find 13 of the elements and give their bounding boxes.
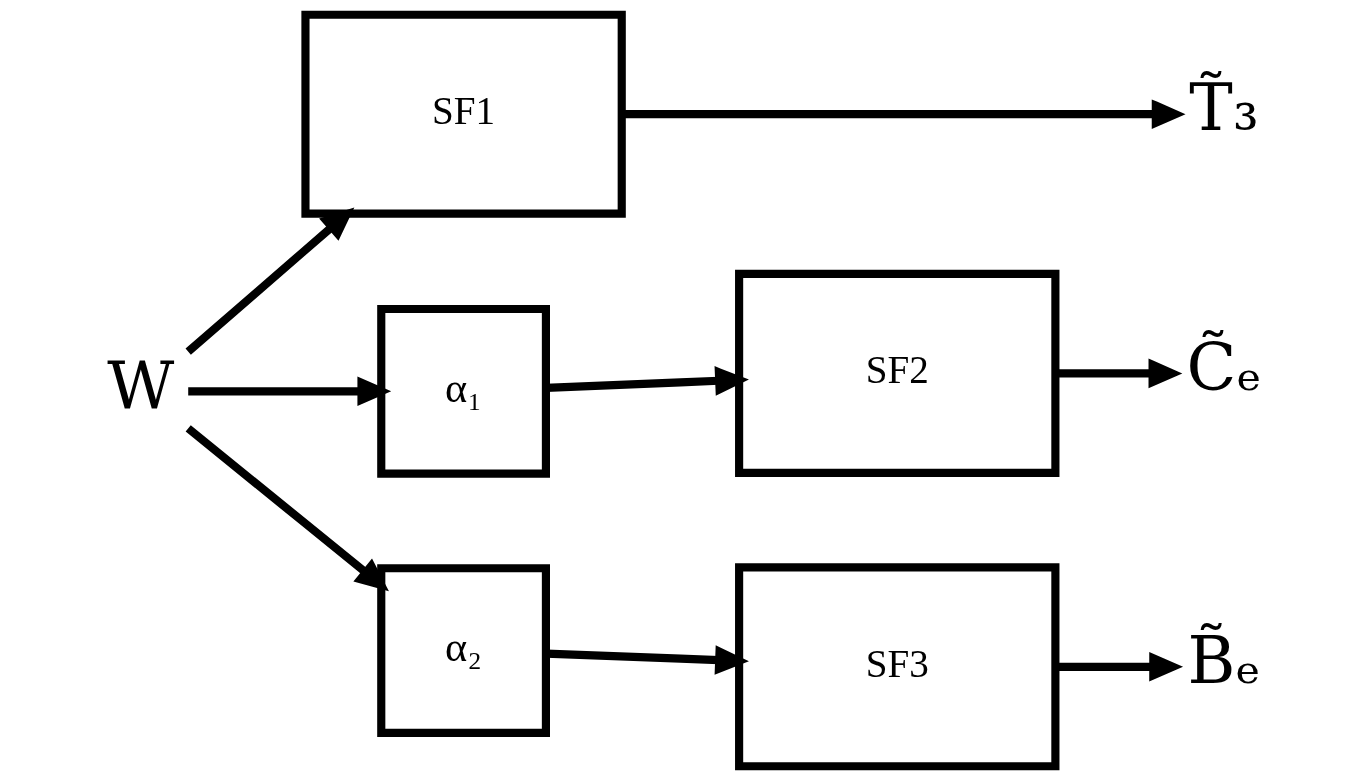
node-box: SF3	[735, 563, 1060, 771]
node-box: SF2	[735, 269, 1060, 477]
node-box: α₁	[377, 304, 550, 478]
arrow	[188, 376, 392, 407]
node-box: α₂	[377, 564, 550, 737]
node-text: W	[107, 346, 175, 423]
arrow	[185, 207, 355, 355]
node-text: T̃₃	[1189, 69, 1259, 146]
arrow	[622, 99, 1186, 129]
arrow	[185, 425, 389, 592]
node-text: C̃ₑ	[1186, 328, 1262, 405]
node-text: B̃ₑ	[1187, 622, 1261, 699]
node-box: SF1	[301, 10, 626, 218]
